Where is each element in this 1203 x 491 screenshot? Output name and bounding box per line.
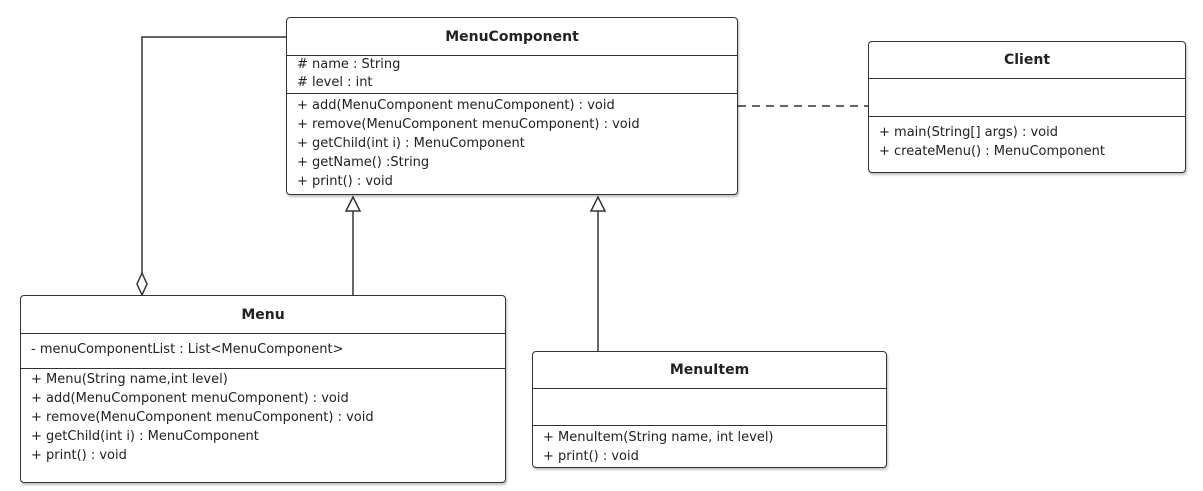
method: + MenuItem(String name, int level) <box>543 430 774 445</box>
generalization-arrowhead-menu <box>344 195 362 212</box>
aggregation-connector[interactable] <box>141 36 287 273</box>
class-title: Client <box>869 42 1185 79</box>
class-menu[interactable]: Menu - menuComponentList : List<MenuComp… <box>20 295 506 483</box>
class-attributes <box>533 389 886 426</box>
class-methods: + Menu(String name,int level) + add(Menu… <box>21 369 505 467</box>
method: + remove(MenuComponent menuComponent) : … <box>31 410 374 425</box>
method: + getName() :String <box>297 155 430 170</box>
class-menu-component[interactable]: MenuComponent # name : String # level : … <box>286 17 738 195</box>
method: + getChild(int i) : MenuComponent <box>31 429 259 444</box>
attribute: # level : int <box>297 75 373 90</box>
class-methods: + MenuItem(String name, int level) + pri… <box>533 426 886 467</box>
class-methods: + add(MenuComponent menuComponent) : voi… <box>287 94 737 193</box>
class-title: MenuItem <box>533 352 886 389</box>
class-title: MenuComponent <box>287 18 737 56</box>
method: + getChild(int i) : MenuComponent <box>297 136 525 151</box>
method: + main(String[] args) : void <box>879 125 1058 140</box>
generalization-arrowhead-menuitem <box>589 195 607 212</box>
method: + Menu(String name,int level) <box>31 372 228 387</box>
class-client[interactable]: Client + main(String[] args) : void + cr… <box>868 41 1186 173</box>
class-attributes: - menuComponentList : List<MenuComponent… <box>21 334 505 369</box>
method: + remove(MenuComponent menuComponent) : … <box>297 117 640 132</box>
method: + print() : void <box>543 449 639 464</box>
class-title: Menu <box>21 296 505 334</box>
method: + add(MenuComponent menuComponent) : voi… <box>31 391 349 406</box>
aggregation-diamond <box>136 271 148 297</box>
class-menu-item[interactable]: MenuItem + MenuItem(String name, int lev… <box>532 351 887 468</box>
attribute: - menuComponentList : List<MenuComponent… <box>31 342 344 357</box>
class-attributes: # name : String # level : int <box>287 56 737 94</box>
attribute: # name : String <box>297 57 401 72</box>
method: + createMenu() : MenuComponent <box>879 144 1105 159</box>
class-methods: + main(String[] args) : void + createMen… <box>869 117 1185 163</box>
method: + add(MenuComponent menuComponent) : voi… <box>297 98 615 113</box>
method: + print() : void <box>297 174 393 189</box>
method: + print() : void <box>31 448 127 463</box>
class-attributes <box>869 79 1185 117</box>
